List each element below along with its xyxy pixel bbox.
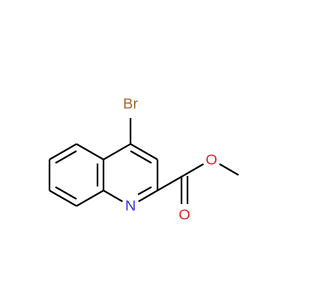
bond-c4a-c4 [103, 143, 131, 161]
bond-inner-c2-n1 [137, 186, 152, 196]
bond-c4-c3 [130, 143, 158, 161]
bond-c8a-c8 [49, 143, 77, 161]
bond-c4a-c8a [76, 143, 104, 161]
bond-n1-c8a-ring [103, 189, 123, 203]
atom-label-n1: N [125, 198, 136, 215]
atom-label-o-carbonyl: O [179, 207, 191, 224]
bond-inner-c7-c6 [55, 186, 77, 200]
molecule-structure: Br N O O [48, 96, 239, 224]
bond-c7-c6 [49, 189, 77, 207]
atom-label-o-ester: O [206, 152, 218, 169]
bond-o-ester-methyl [219, 163, 239, 176]
bond-inner-c8a-c8 [55, 150, 77, 164]
bond-carbonyl-c-o-ester [184, 163, 204, 176]
bond-c2-carbonyl-c [157, 174, 185, 192]
bond-c2-n1 [138, 189, 158, 203]
atom-label-br: Br [123, 96, 138, 113]
bond-inner-c4-c3 [130, 150, 152, 164]
bond-c6-c5 [76, 189, 104, 207]
